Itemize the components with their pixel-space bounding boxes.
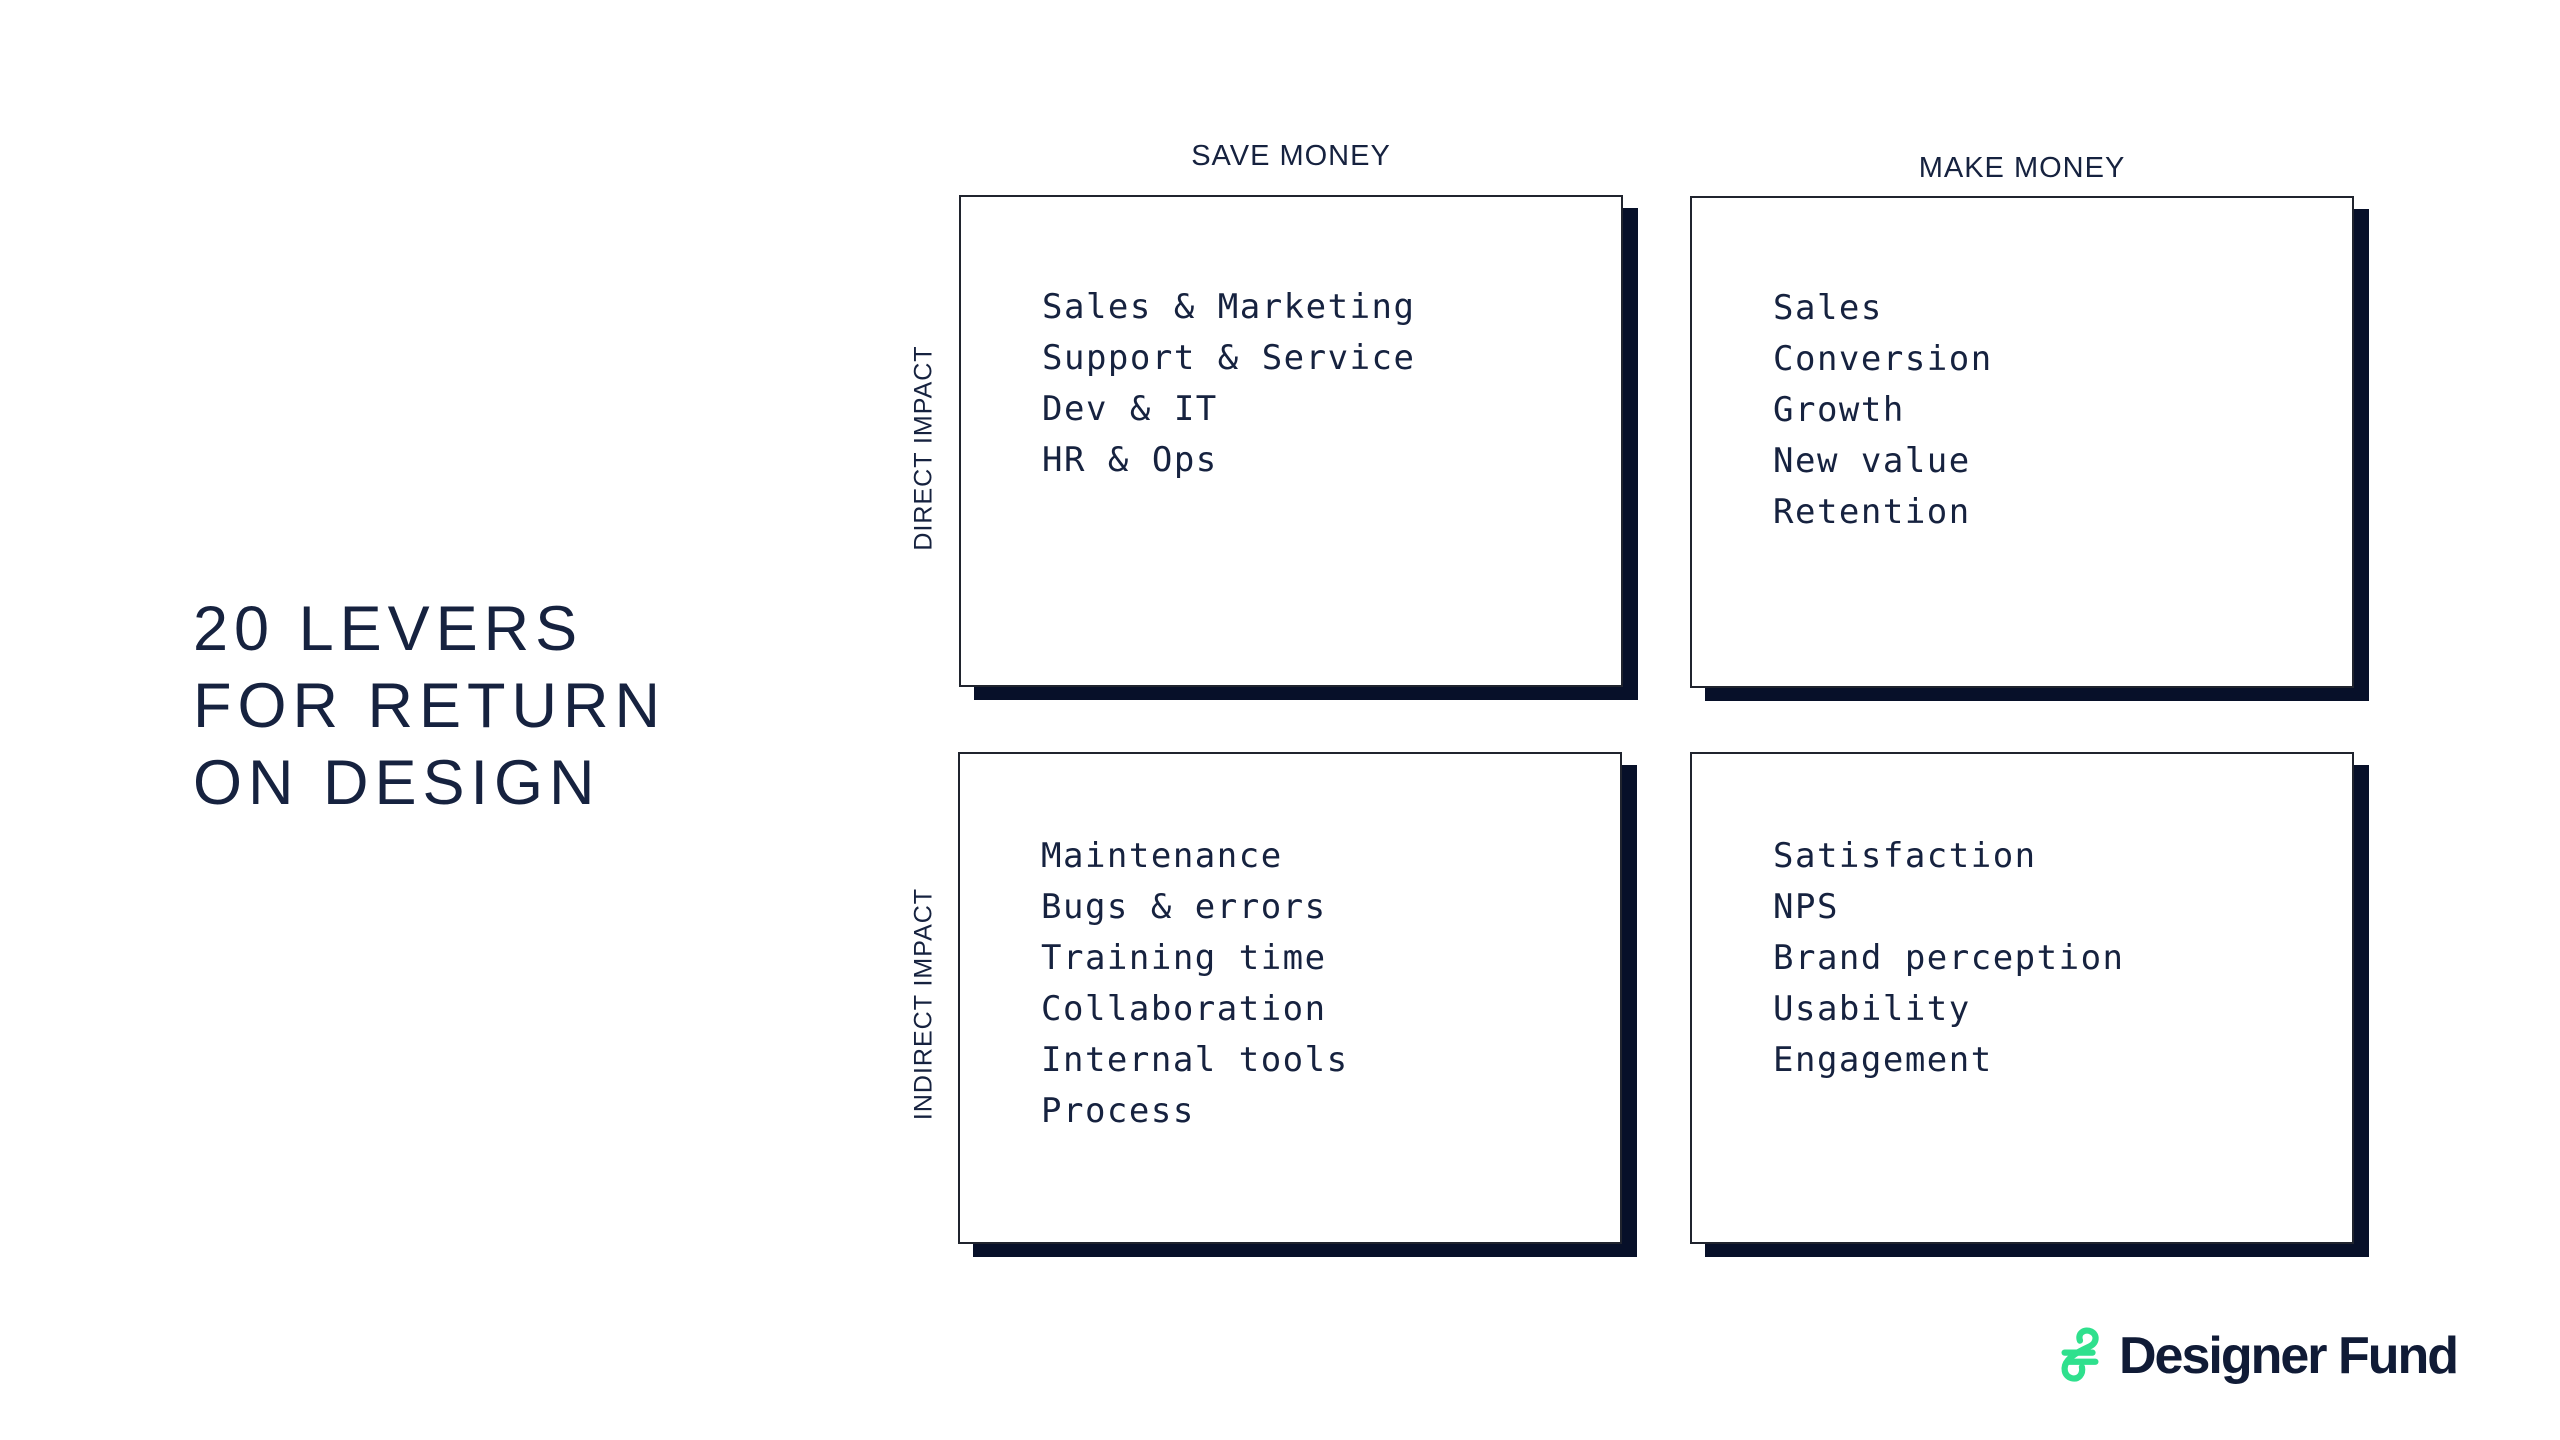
row-header-direct-impact: DIRECT IMPACT [909, 345, 938, 551]
script-f-icon [2056, 1326, 2104, 1386]
column-header-make-money: MAKE MONEY [1918, 152, 2126, 184]
list-item: Dev & IT [1042, 389, 1218, 429]
list-item: New value [1773, 441, 1971, 481]
list-item: Conversion [1773, 339, 1993, 379]
list-item: Retention [1773, 492, 1971, 532]
list-item: Usability [1773, 989, 1971, 1029]
list-item: Satisfaction [1773, 836, 2037, 876]
list-item: Brand perception [1773, 938, 2125, 978]
list-item: Collaboration [1041, 989, 1327, 1029]
list-item: Sales & Marketing [1042, 287, 1416, 327]
list-item: Process [1041, 1091, 1195, 1131]
list-item: HR & Ops [1042, 440, 1218, 480]
list-item: Support & Service [1042, 338, 1416, 378]
designer-fund-logo-text: Designer Fund [2119, 1327, 2459, 1385]
row-header-indirect-impact: INDIRECT IMPACT [909, 887, 938, 1121]
list-item: Growth [1773, 390, 1905, 430]
list-item: Internal tools [1041, 1040, 1349, 1080]
list-item: Training time [1041, 938, 1327, 978]
list-item: Engagement [1773, 1040, 1993, 1080]
page-title: 20 LEVERS FOR RETURN ON DESIGN [193, 591, 666, 822]
designer-fund-logo: Designer Fund [2056, 1326, 2459, 1386]
list-item: Maintenance [1041, 836, 1283, 876]
page-title-line-1: 20 LEVERS [193, 594, 584, 664]
page-title-line-2: FOR RETURN [193, 671, 666, 741]
column-header-save-money: SAVE MONEY [1191, 140, 1391, 172]
list-item: NPS [1773, 887, 1839, 927]
list-item: Sales [1773, 288, 1883, 328]
page-title-line-3: ON DESIGN [193, 748, 601, 818]
list-item: Bugs & errors [1041, 887, 1327, 927]
